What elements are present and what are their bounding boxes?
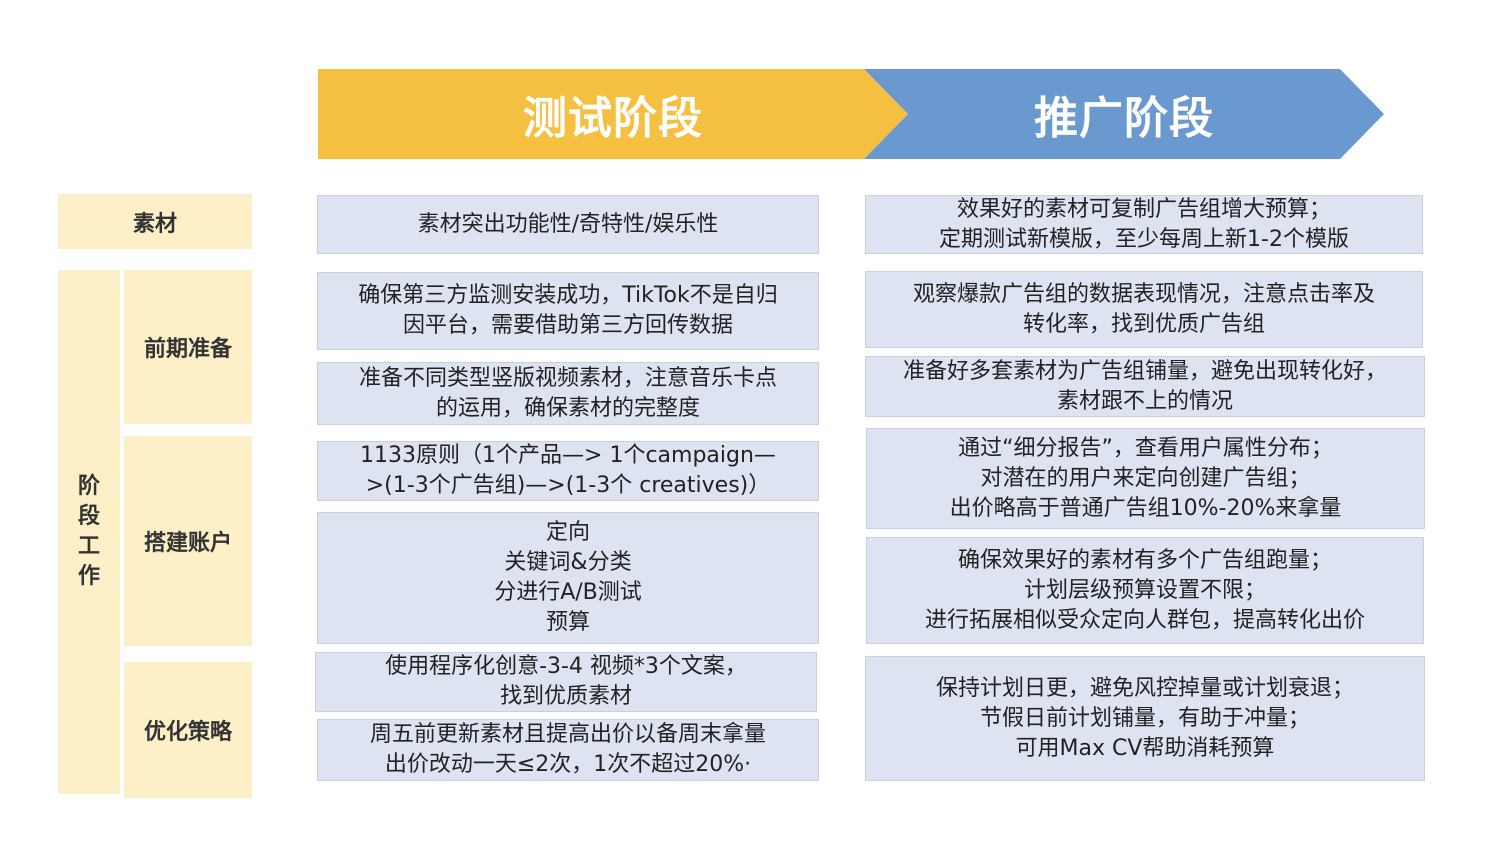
cell-line: 找到优质素材: [499, 684, 632, 709]
phase-header-arrows: [318, 69, 1384, 159]
test-phase-title: 测试阶段: [523, 93, 703, 144]
cell-line: 预算: [545, 610, 590, 635]
row-group-label-stage-work: 阶 段 工 作: [58, 270, 120, 794]
cell-line: 准备好多套素材为广告组铺量，避免出现转化好，: [902, 358, 1387, 384]
cell-line: 效果好的素材可复制广告组增大预算；: [956, 196, 1331, 222]
cell-line: 可用Max CV帮助消耗预算: [1015, 735, 1275, 761]
promo-build-cell-1: 通过“细分报告”，查看用户属性分布； 对潜在的用户来定向创建广告组； 出价略高于…: [866, 428, 1425, 529]
test-opt-cell-1: 使用程序化创意-3-4 视频*3个文案， 找到优质素材: [315, 652, 817, 712]
test-build-cell-2: 定向 关键词&分类 分进行A/B测试 预算: [317, 512, 819, 644]
cell-line: 素材突出功能性/奇特性/娱乐性: [417, 211, 719, 237]
cell-line: 定期测试新模版，至少每周上新1-2个模版: [939, 226, 1349, 252]
promo-opt-cell-1: 保持计划日更，避免风控掉量或计划衰退； 节假日前计划铺量，有助于冲量； 可用Ma…: [865, 656, 1425, 781]
cell-line: 素材跟不上的情况: [1056, 388, 1233, 414]
cell-line: 进行拓展相似受众定向人群包，提高转化出价: [924, 607, 1365, 633]
cell-line: 确保效果好的素材有多个广告组跑量；: [957, 547, 1332, 573]
cell-line: 分进行A/B测试: [494, 580, 642, 605]
stage-work-char: 阶: [77, 474, 100, 499]
cell-line: 准备不同类型竖版视频素材，注意音乐卡点: [358, 365, 777, 391]
cell-line: 确保第三方监测安装成功，TikTok不是自归: [358, 283, 778, 308]
test-phase-arrow: [318, 69, 908, 159]
row-label-optimize: 优化策略: [124, 662, 252, 798]
cell-line: 1133原则（1个产品—> 1个campaign—: [360, 443, 776, 468]
cell-line: >(1-3个广告组)—>(1-3个 creatives)）: [365, 473, 771, 498]
promo-build-cell-2: 确保效果好的素材有多个广告组跑量； 计划层级预算设置不限； 进行拓展相似受众定向…: [866, 537, 1424, 644]
row-label-prep: 前期准备: [124, 270, 252, 424]
test-prep-cell-2: 准备不同类型竖版视频素材，注意音乐卡点 的运用，确保素材的完整度: [317, 362, 819, 425]
row-label-build: 搭建账户: [124, 436, 252, 646]
cell-line: 的运用，确保素材的完整度: [435, 395, 700, 421]
cell-line: 通过“细分报告”，查看用户属性分布；: [958, 435, 1333, 461]
promo-phase-title: 推广阶段: [1034, 93, 1214, 144]
cell-line: 对潜在的用户来定向创建广告组；: [980, 465, 1311, 491]
cell-line: 计划层级预算设置不限；: [1023, 577, 1266, 603]
cell-line: 保持计划日更，避免风控掉量或计划衰退；: [935, 675, 1354, 701]
cell-line: 观察爆款广告组的数据表现情况，注意点击率及: [912, 281, 1375, 307]
row-label-material: 素材: [58, 194, 252, 249]
test-opt-cell-2: 周五前更新素材且提高出价以备周末拿量 出价改动一天≤2次，1次不超过20%·: [317, 719, 819, 781]
promo-prep-cell-2: 准备好多套素材为广告组铺量，避免出现转化好， 素材跟不上的情况: [865, 356, 1425, 417]
stage-work-char: 作: [77, 564, 100, 589]
stage-work-char: 工: [77, 534, 100, 559]
test-material-cell: 素材突出功能性/奇特性/娱乐性: [317, 195, 819, 254]
cell-line: 使用程序化创意-3-4 视频*3个文案，: [385, 654, 747, 679]
promo-material-cell: 效果好的素材可复制广告组增大预算； 定期测试新模版，至少每周上新1-2个模版: [865, 195, 1423, 254]
stage-work-char: 段: [77, 504, 100, 529]
promo-prep-cell-1: 观察爆款广告组的数据表现情况，注意点击率及 转化率，找到优质广告组: [865, 271, 1423, 348]
promo-phase-arrow: [864, 69, 1384, 159]
cell-line: 出价略高于普通广告组10%-20%来拿量: [949, 495, 1342, 521]
cell-line: 转化率，找到优质广告组: [1022, 311, 1265, 337]
cell-line: 周五前更新素材且提高出价以备周末拿量: [369, 722, 766, 747]
test-prep-cell-1: 确保第三方监测安装成功，TikTok不是自归 因平台，需要借助第三方回传数据: [317, 272, 819, 350]
cell-line: 定向: [545, 520, 590, 545]
cell-line: 出价改动一天≤2次，1次不超过20%·: [384, 752, 752, 777]
cell-line: 关键词&分类: [504, 550, 632, 575]
cell-line: 因平台，需要借助第三方回传数据: [402, 313, 733, 338]
cell-line: 节假日前计划铺量，有助于冲量；: [979, 705, 1310, 731]
test-build-cell-1: 1133原则（1个产品—> 1个campaign— >(1-3个广告组)—>(1…: [317, 441, 819, 501]
